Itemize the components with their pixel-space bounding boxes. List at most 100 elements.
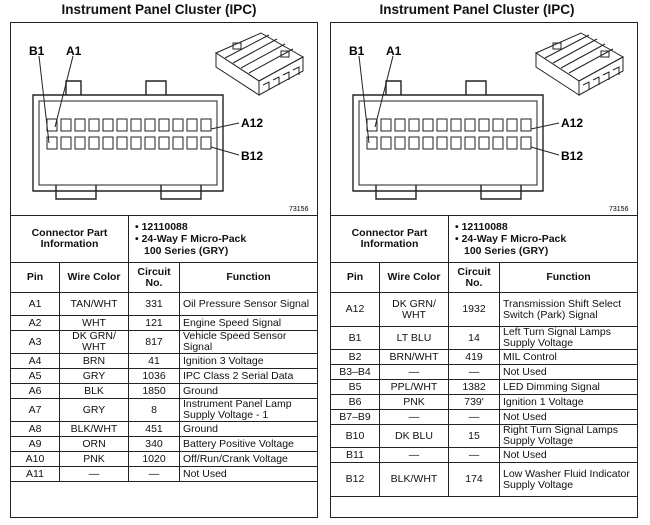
connector-info: • 12110088 • 24-Way F Micro-Pack 100 Ser… (448, 215, 638, 263)
header-function: Function (179, 262, 318, 293)
pin-cavity (408, 136, 420, 150)
function-cell: LED Dimming Signal (499, 379, 638, 395)
part-number: • 12110088 (455, 221, 508, 233)
function-cell: Not Used (179, 466, 318, 482)
function-cell: Ground (179, 421, 318, 437)
header-pin: Pin (330, 262, 380, 293)
pin-cell: B1 (330, 326, 380, 350)
header-function: Function (499, 262, 638, 293)
circuit-cell: — (128, 466, 180, 482)
figure-code: 73156 (289, 206, 309, 213)
pin-cell: A10 (10, 451, 60, 467)
circuit-cell: 174 (448, 462, 500, 497)
wire-color-cell: — (379, 364, 449, 380)
pin-cell: B11 (330, 447, 380, 463)
wire-color-cell: WHT (59, 315, 129, 331)
wire-color-cell: — (59, 466, 129, 482)
header-circuit: Circuit No. (448, 262, 500, 293)
pin-cell: B5 (330, 379, 380, 395)
function-cell: Ground (179, 383, 318, 399)
pin-cavity (88, 136, 100, 150)
connector-diagram: B1 A1 A12 B12 73156 (29, 32, 309, 213)
pin-cell: A11 (10, 466, 60, 482)
circuit-cell: 1850 (128, 383, 180, 399)
panel-frame: B1 A1 A12 B12 73156 Connector Part Infor… (330, 22, 638, 518)
pin-cavity (88, 118, 100, 132)
pin-cavity (186, 118, 198, 132)
pin-cavity (464, 136, 476, 150)
pin-cavity (520, 136, 532, 150)
pin-cavity (102, 136, 114, 150)
pin-cell: B3–B4 (330, 364, 380, 380)
circuit-cell: 1036 (128, 368, 180, 384)
table-row: B11——Not Used (330, 447, 638, 463)
pin-cell: A12 (330, 292, 380, 327)
pin-cavity (380, 136, 392, 150)
wire-color-cell: LT BLU (379, 326, 449, 350)
wire-color-cell: PNK (59, 451, 129, 467)
pin-cavity (450, 118, 462, 132)
circuit-cell: 451 (128, 421, 180, 437)
pin-cavity (74, 118, 86, 132)
function-cell: Engine Speed Signal (179, 315, 318, 331)
pin-cavity (60, 118, 72, 132)
wire-color-cell: DK BLU (379, 424, 449, 448)
pin-cavity (394, 136, 406, 150)
pin-cavity (450, 136, 462, 150)
wire-color-cell: GRY (59, 398, 129, 422)
pin-cavity (158, 136, 170, 150)
pin-cell: A1 (10, 292, 60, 316)
function-cell: Oil Pressure Sensor Signal (179, 292, 318, 316)
label-a1: A1 (386, 44, 402, 58)
wire-color-cell: BRN/WHT (379, 349, 449, 365)
connector-type: • 24-Way F Micro-Pack (135, 233, 247, 245)
circuit-cell: 1020 (128, 451, 180, 467)
label-b1: B1 (349, 44, 365, 58)
wire-color-cell: BRN (59, 353, 129, 369)
pin-cell: A3 (10, 330, 60, 354)
pin-cavity (492, 118, 504, 132)
wire-color-cell: BLK (59, 383, 129, 399)
connector-series: 100 Series (GRY) (144, 245, 229, 257)
pin-cavity (478, 118, 490, 132)
label-b12: B12 (561, 149, 583, 163)
circuit-cell: 817 (128, 330, 180, 354)
pin-cell: A4 (10, 353, 60, 369)
wire-color-cell: GRY (59, 368, 129, 384)
pin-cell: B7–B9 (330, 409, 380, 425)
pin-cavity (506, 136, 518, 150)
header-wire-color: Wire Color (59, 262, 129, 293)
connector-diagram: B1 A1 A12 B12 73156 (349, 32, 629, 213)
function-cell: IPC Class 2 Serial Data (179, 368, 318, 384)
wire-color-cell: BLK/WHT (59, 421, 129, 437)
pin-cavity (158, 118, 170, 132)
function-cell: Ignition 1 Voltage (499, 394, 638, 410)
wire-color-cell: DK GRN/ WHT (379, 292, 449, 327)
pin-cavity (506, 118, 518, 132)
pin-table: Connector Part Information • 12110088 • … (10, 215, 318, 482)
pin-cavity (116, 136, 128, 150)
panel-frame: B1 A1 A12 B12 73156 Connector Part Infor… (10, 22, 318, 518)
pin-cavity (200, 136, 212, 150)
function-cell: Transmission Shift Select Switch (Park) … (499, 292, 638, 327)
connector-series: 100 Series (GRY) (464, 245, 549, 257)
circuit-cell: 15 (448, 424, 500, 448)
label-b1: B1 (29, 44, 45, 58)
circuit-cell: 340 (128, 436, 180, 452)
table-row: B3–B4——Not Used (330, 364, 638, 380)
function-cell: Not Used (499, 409, 638, 425)
pin-cavity (46, 136, 58, 150)
table-row: B7–B9——Not Used (330, 409, 638, 425)
pin-cavity (464, 118, 476, 132)
wire-color-cell: — (379, 447, 449, 463)
